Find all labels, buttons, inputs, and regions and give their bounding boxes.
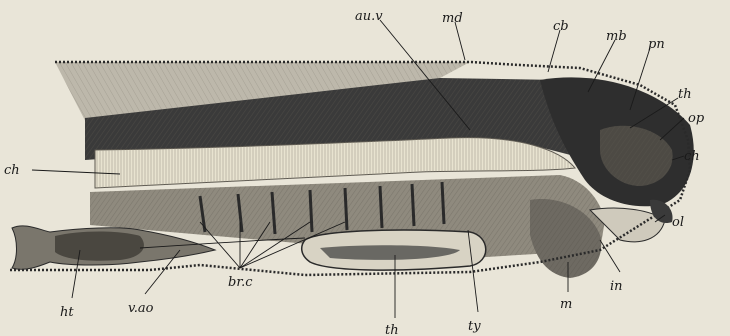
label-ty: ty — [468, 319, 481, 334]
label-pn: pn — [648, 37, 665, 52]
label-cb: cb — [553, 19, 569, 34]
label-br-c: br.c — [228, 275, 253, 290]
label-au-v: au.v — [355, 9, 383, 24]
label-ch-right: ch — [684, 149, 700, 164]
label-mb: mb — [606, 29, 627, 44]
label-ht: ht — [60, 305, 74, 320]
label-v-ao: v.ao — [128, 301, 154, 316]
label-ch-left: ch — [4, 163, 20, 178]
label-m: m — [560, 297, 572, 312]
label-in: in — [610, 279, 623, 294]
label-th-lower: th — [385, 323, 399, 336]
label-op: op — [688, 111, 705, 126]
label-th-upper: th — [678, 87, 692, 102]
label-ol: ol — [672, 215, 684, 230]
label-md: md — [442, 11, 463, 26]
